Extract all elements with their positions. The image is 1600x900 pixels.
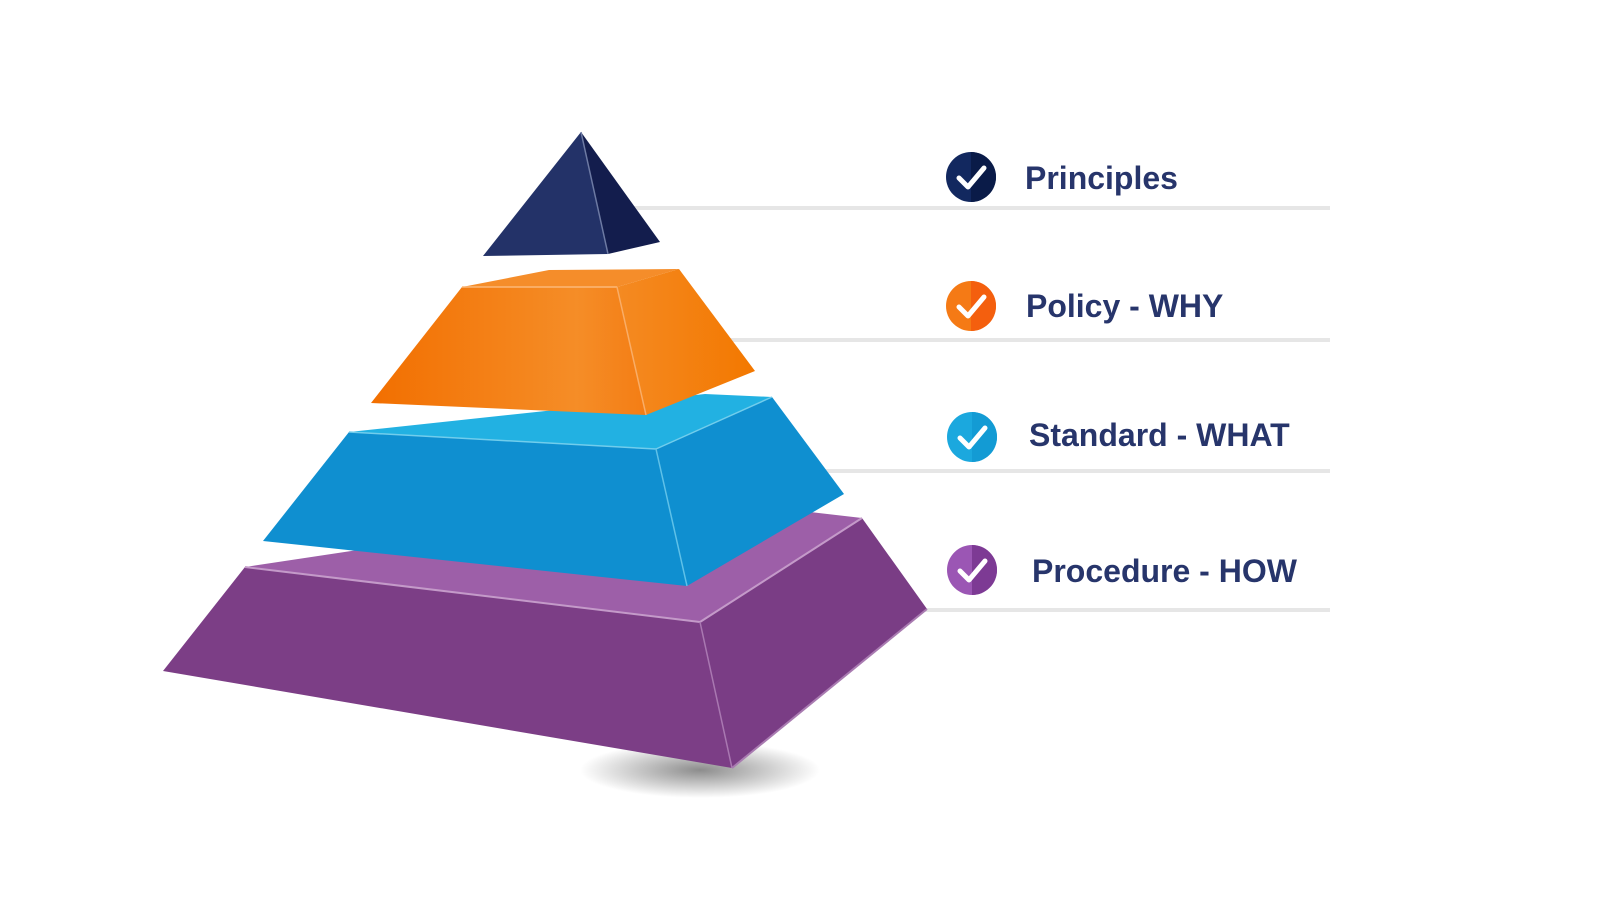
- orange-top-face: [462, 269, 679, 287]
- check-circle-icon-half: [972, 412, 997, 462]
- orange-side-face: [617, 269, 755, 415]
- label-policy: Policy - WHY: [1026, 288, 1223, 324]
- blue-edge-vertical: [655, 448, 688, 587]
- level-labels: Principles Policy - WHY Standard - WHAT …: [946, 152, 1298, 595]
- pyramid-level-standard: [263, 394, 844, 587]
- label-item-standard: Standard - WHAT: [947, 412, 1290, 462]
- check-circle-icon-half: [971, 152, 996, 202]
- checkmark-icon: [957, 425, 988, 450]
- label-procedure: Procedure - HOW: [1032, 553, 1298, 589]
- navy-edge: [580, 131, 609, 255]
- purple-front-face: [163, 567, 732, 768]
- purple-side-face: [700, 518, 927, 768]
- blue-edge-left: [348, 431, 657, 450]
- label-item-policy: Policy - WHY: [946, 281, 1223, 331]
- checkmark-icon: [956, 165, 987, 190]
- label-standard: Standard - WHAT: [1029, 417, 1290, 453]
- navy-front-face: [483, 132, 608, 256]
- pyramid-shadow: [580, 742, 820, 798]
- blue-top-face: [349, 394, 772, 449]
- checkmark-icon: [956, 294, 987, 319]
- pyramid-level-principles: [483, 131, 660, 256]
- purple-edge-bottom-right: [731, 608, 928, 769]
- blue-front-face: [263, 432, 687, 586]
- purple-edge-right: [699, 517, 863, 623]
- purple-edge-vertical: [699, 621, 733, 769]
- pyramid-level-policy: [371, 269, 755, 416]
- navy-side-face: [581, 132, 660, 254]
- check-circle-icon-half: [971, 281, 996, 331]
- check-circle-icon-half: [972, 545, 997, 595]
- checkmark-icon: [957, 558, 988, 583]
- guide-lines: [620, 206, 1330, 612]
- label-principles: Principles: [1025, 160, 1178, 196]
- label-item-procedure: Procedure - HOW: [947, 545, 1298, 595]
- orange-front-face: [371, 287, 646, 415]
- label-item-principles: Principles: [946, 152, 1178, 202]
- blue-edge-right: [655, 396, 773, 450]
- blue-side-face: [656, 397, 844, 586]
- orange-edge-vertical: [616, 286, 647, 416]
- purple-edge-left: [244, 566, 701, 623]
